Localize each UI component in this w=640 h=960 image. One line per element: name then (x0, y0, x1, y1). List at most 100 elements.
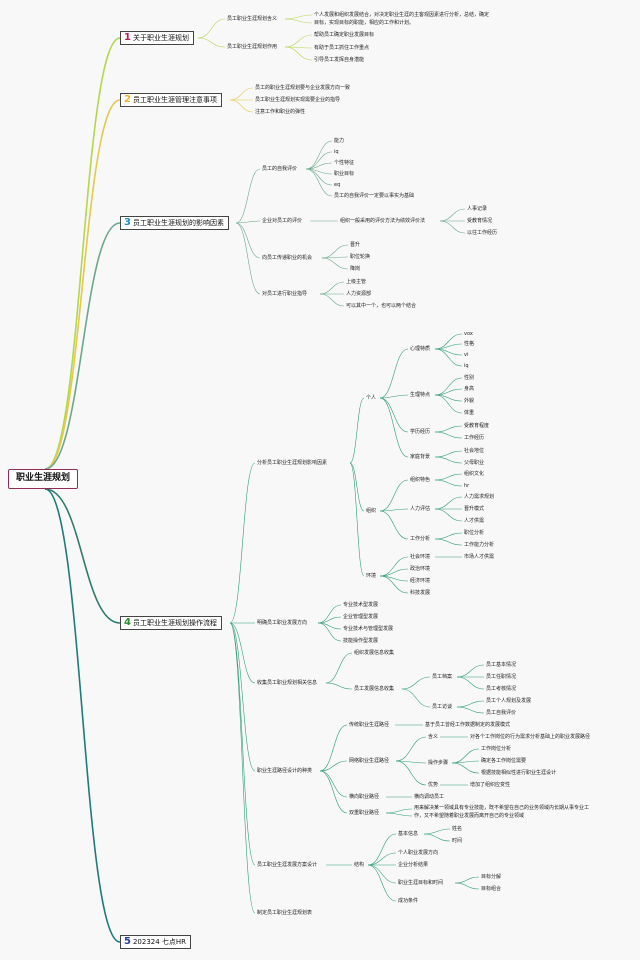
b4-physio-item: 体重 (464, 410, 475, 416)
b4-env-market: 市场人才供需 (464, 554, 495, 560)
b4-collect-org: 组织发展信息收集 (354, 650, 395, 656)
b4-link (349, 397, 365, 464)
b3-link (321, 257, 349, 270)
b4-family[interactable]: 家庭背景 (410, 454, 431, 460)
branch-3-number: 3 (124, 217, 131, 228)
b4-path-lateral[interactable]: 横向职业路径 (349, 794, 380, 800)
b4-edu-item: 工作经历 (464, 435, 485, 441)
b4-interview-item: 员工个人规划及发展 (486, 698, 532, 704)
b4-link (379, 348, 409, 399)
b4-physio[interactable]: 生理特点 (410, 392, 431, 398)
b3-self-eval[interactable]: 员工的自我评价 (262, 166, 298, 172)
root-node[interactable]: 职业生涯规划 (8, 469, 78, 489)
b4-analysis[interactable]: 分析员工职业生涯规划影响因素 (257, 460, 328, 466)
b4-net-advantage-text: 增加了组织应变性 (470, 782, 511, 788)
b4-link (379, 575, 409, 594)
b4-archive-item: 员工任职情况 (486, 674, 517, 680)
b4-org-feature[interactable]: 组织特色 (410, 477, 431, 483)
b4-plan-goal-item: 目标分解 (481, 874, 502, 880)
branch-1-number: 1 (124, 32, 131, 43)
b4-path-dual[interactable]: 双重职业路径 (349, 810, 380, 816)
b4-collect[interactable]: 收集员工职业规划相关信息 (257, 680, 318, 686)
b4-link (379, 397, 409, 458)
b4-link (434, 479, 463, 487)
b4-net-step: 根据技能相似性进行职业生涯设计 (481, 770, 557, 776)
b4-final-table[interactable]: 制定员工职业生涯规划表 (257, 910, 313, 916)
b4-link (434, 425, 463, 433)
b2-item: 注意工作和职业的弹性 (255, 109, 306, 115)
b3-link (305, 140, 333, 170)
b4-link (401, 676, 431, 690)
b4-archive-item: 员工考核情况 (486, 686, 517, 692)
b4-net-advantage[interactable]: 优势 (428, 782, 439, 788)
b4-collect-emp[interactable]: 员工发展信息收集 (354, 686, 395, 692)
b4-link (325, 652, 353, 684)
b4-link (434, 394, 463, 414)
b3-link (439, 220, 466, 234)
b3-opportunity[interactable]: 向员工传递职业的机会 (262, 255, 313, 261)
b3-link (321, 244, 349, 259)
b4-env-item: 经济环境 (410, 578, 431, 584)
b4-org[interactable]: 组织 (366, 508, 377, 514)
b4-org-feature-item: hr (464, 483, 470, 489)
b4-plan-basic[interactable]: 基本信息 (398, 831, 419, 837)
b4-net-steps[interactable]: 操作步骤 (428, 760, 449, 766)
b4-link (454, 882, 480, 890)
branch-1-label: 关于职业生涯规划 (132, 34, 189, 42)
b4-interview[interactable]: 员工访谈 (432, 704, 453, 710)
b3-opportunity-item: 晋升 (350, 242, 361, 248)
b4-link (379, 510, 409, 540)
branch-4-link (44, 488, 121, 624)
b4-environment[interactable]: 环境 (366, 573, 377, 579)
b4-plan-structure[interactable]: 结构 (354, 862, 365, 868)
b4-link (434, 496, 463, 510)
branch-3-label: 员工职业生涯规划的影响因素 (132, 219, 224, 227)
b4-job-item: 职位分析 (464, 530, 485, 536)
b4-hr-eval[interactable]: 人力评估 (410, 506, 431, 512)
b4-net-definition[interactable]: 含义 (428, 734, 439, 740)
b3-link (319, 281, 345, 295)
b4-physio-item: 身高 (464, 386, 475, 392)
b4-path-network[interactable]: 网络职业生涯路径 (349, 758, 390, 764)
b4-plan[interactable]: 员工职业生涯发展方案设计 (257, 862, 318, 868)
branch-5-label: 202324 七点HR (132, 938, 187, 946)
b4-hr-eval-item: 人才供需 (464, 518, 485, 524)
b4-link (229, 622, 256, 684)
b4-direction-item: 专业技术与管理型发展 (343, 626, 394, 632)
b4-physio-item: 性别 (464, 375, 475, 381)
b4-job[interactable]: 工作分析 (410, 536, 431, 542)
b4-link (229, 462, 256, 624)
b1-definition[interactable]: 员工职业生涯规划含义 (227, 16, 278, 22)
b4-link (395, 736, 427, 762)
b4-direction[interactable]: 明确员工职业发展方向 (257, 620, 308, 626)
b4-org-feature-item: 组织文化 (464, 471, 485, 477)
branch-4-label: 员工职业生涯规划操作流程 (132, 619, 217, 627)
b4-archive[interactable]: 员工档案 (432, 674, 453, 680)
b3-corp-eval[interactable]: 企业对员工的评价 (262, 218, 303, 224)
b3-self-item: 能力 (334, 138, 345, 144)
b4-psych[interactable]: 心理特质 (410, 346, 431, 352)
b4-path-types[interactable]: 职业生涯路径设计的种类 (257, 768, 313, 774)
b3-link (235, 222, 261, 295)
b4-plan-goal[interactable]: 职业生涯目标和时间 (398, 880, 444, 886)
b3-guidance[interactable]: 对员工进行职业指导 (262, 291, 308, 297)
b4-link (379, 508, 409, 512)
b2-link (229, 99, 254, 113)
b4-family-item: 父母职业 (464, 460, 485, 466)
b1-role[interactable]: 员工职业生涯规划作用 (227, 44, 278, 50)
b4-link (367, 864, 397, 902)
b4-link (434, 450, 463, 458)
b4-edu[interactable]: 学历经历 (410, 429, 431, 435)
b4-env-item[interactable]: 社会环境 (410, 554, 431, 560)
b4-link (317, 622, 342, 642)
b4-plan-item: 个人职业发展方向 (398, 850, 439, 856)
b4-plan-item: 企业分析结果 (398, 862, 429, 868)
b4-path-traditional[interactable]: 传统职业生涯路径 (349, 722, 390, 728)
b4-personal[interactable]: 个人 (366, 395, 377, 401)
b1-link (284, 14, 313, 20)
